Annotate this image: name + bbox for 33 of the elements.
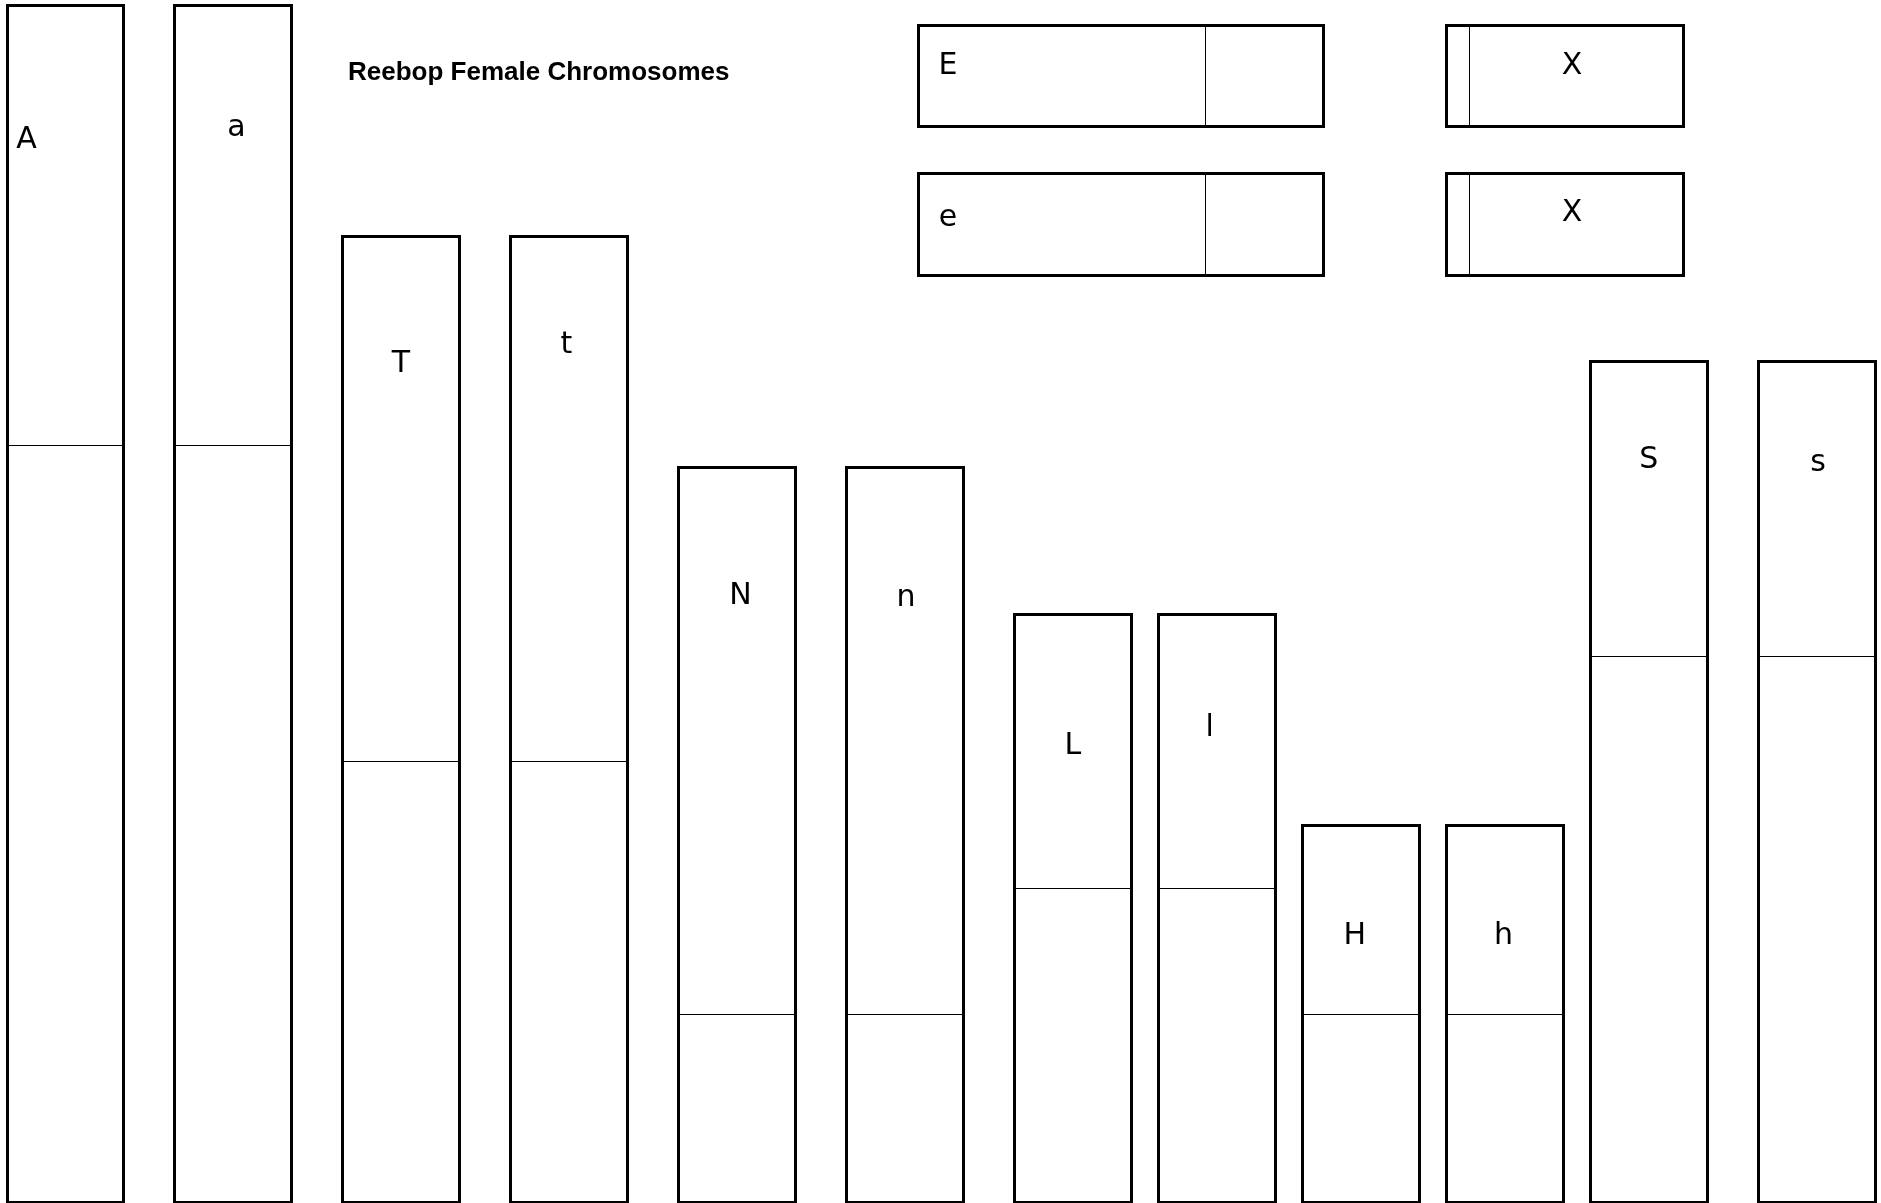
gene-label: L xyxy=(1064,726,1082,762)
gene-label: s xyxy=(1810,442,1826,479)
gene-label: A xyxy=(16,120,37,156)
chromosome-box xyxy=(916,171,1325,278)
gene-label: h xyxy=(1494,915,1514,952)
chromosome-box xyxy=(1156,613,1277,1203)
gene-label: t xyxy=(560,325,573,362)
diagram-title: Reebop Female Chromosomes xyxy=(348,56,730,88)
gene-label: X xyxy=(1561,193,1583,230)
gene-label: X xyxy=(1561,45,1583,82)
gene-label: a xyxy=(227,108,246,144)
gene-label: H xyxy=(1343,915,1367,952)
gene-label: n xyxy=(896,578,916,615)
gene-label: N xyxy=(729,576,752,612)
gene-label: E xyxy=(938,45,958,82)
chromosome-box xyxy=(6,3,125,1203)
chromosome-box xyxy=(1756,360,1877,1203)
gene-label: l xyxy=(1205,708,1214,744)
chromosome-box xyxy=(1444,824,1565,1203)
chromosome-box xyxy=(844,465,965,1203)
chromosome-box xyxy=(172,3,293,1203)
gene-label: S xyxy=(1639,440,1659,477)
chromosome-box xyxy=(1444,171,1685,278)
chromosome-box xyxy=(1012,613,1133,1203)
chromosome-box xyxy=(1300,824,1421,1203)
chromosome-box xyxy=(1588,360,1709,1203)
gene-label: T xyxy=(391,344,410,381)
chromosome-box xyxy=(676,465,797,1203)
chromosome-box xyxy=(508,235,629,1203)
gene-label: e xyxy=(938,198,958,234)
chromosome-box xyxy=(1444,24,1685,129)
chromosome-box xyxy=(340,235,461,1203)
chromosome-box xyxy=(916,24,1325,129)
